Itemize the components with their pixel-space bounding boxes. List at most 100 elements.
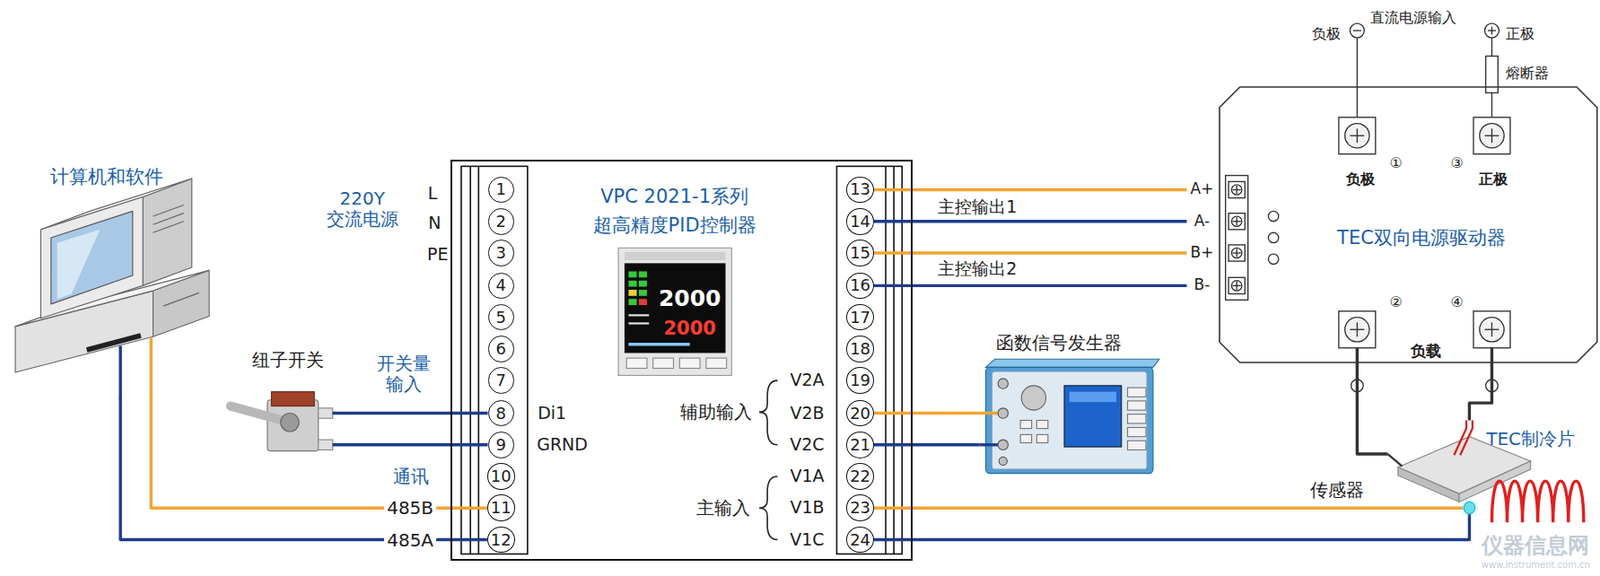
terminal-label: ④: [1451, 293, 1464, 310]
driver-hardware: [1228, 277, 1245, 294]
terminal-number: 7: [496, 371, 507, 391]
function-generator-device: [998, 456, 1007, 465]
terminal-number: 23: [849, 498, 871, 518]
polarity-label: 正极: [1505, 25, 1535, 42]
function-generator-device: [979, 358, 1160, 473]
driver-hardware: [1236, 217, 1238, 226]
display-value: 2000: [658, 286, 722, 313]
wire: [1468, 348, 1492, 421]
controller-box: VPC 2021-1系列 超高精度PID控制器12345678910111213…: [452, 161, 912, 560]
controller-photo: [638, 298, 647, 306]
part-label: 负载: [1410, 343, 1442, 362]
terminal: 22: [846, 463, 875, 490]
controller-photo: [624, 262, 726, 353]
illustration: [15, 23, 1584, 554]
driver-input-terminal: B+: [1186, 240, 1246, 265]
driver-hardware: [1356, 128, 1358, 143]
function-generator-device: [1127, 401, 1146, 411]
driver-hardware: [1479, 317, 1504, 342]
tec-chip: TEC制冷片: [1387, 419, 1592, 527]
function-generator-device: [1127, 427, 1146, 437]
wire: [332, 443, 489, 446]
controller-photo: [626, 358, 647, 368]
controller-photo: [618, 247, 732, 376]
node-heading: TEC制冷片: [1486, 428, 1575, 449]
terminal-number: 22: [849, 467, 871, 487]
wire: [874, 411, 980, 415]
wire: [874, 284, 1187, 288]
driver-hardware: [1491, 128, 1493, 143]
wire: [874, 514, 1469, 540]
toggle-switch: 纽子开关: [226, 347, 333, 470]
terminal: 5: [488, 304, 516, 332]
node-heading: 传感器: [1310, 479, 1364, 500]
controller-photo: [628, 314, 649, 316]
terminal: 16: [846, 272, 875, 300]
terminal-label: ①: [1389, 155, 1402, 172]
terminal: 8: [488, 400, 516, 428]
driver-hardware: [1491, 26, 1493, 35]
wire: [874, 219, 1187, 223]
computer-cable-stub: [118, 345, 122, 399]
supply-label: 220Y 交流电源: [321, 188, 404, 230]
supply-label: 直流电源输入: [1370, 9, 1457, 27]
terminal-number: 16: [849, 276, 871, 296]
driver-input-terminal: A+: [1186, 177, 1246, 202]
function-generator-device: [991, 371, 1147, 470]
driver-hardware: [1228, 213, 1245, 230]
terminal-strip: [836, 166, 902, 554]
terminal-strip: [461, 166, 902, 554]
driver-power-terminal: ③正极: [1443, 113, 1519, 192]
wire-label: 485A: [384, 529, 437, 551]
driver-hardware: [1267, 253, 1278, 264]
toggle-switch-device: [318, 439, 333, 450]
terminal-label: 正极: [1478, 171, 1508, 188]
function-generator-device: [985, 358, 1159, 368]
terminal: 24: [846, 526, 875, 554]
terminal-number: 8: [496, 403, 507, 423]
terminal-number: 17: [849, 307, 871, 327]
computer-illustration: [163, 292, 200, 307]
function-generator: 函数信号发生器: [979, 328, 1159, 477]
function-generator-device: [1064, 385, 1122, 447]
computer-cable-stub: [149, 337, 153, 399]
driver-hardware: [1345, 317, 1370, 342]
function-generator-device: [1020, 434, 1032, 443]
terminal-number: 11: [490, 498, 512, 518]
terminal-number: 10: [490, 467, 512, 487]
controller-photo: [628, 342, 690, 346]
driver-hardware: [1491, 322, 1493, 337]
controller-photo: [653, 358, 674, 368]
terminal-number: 2: [496, 211, 507, 231]
driver-hardware: [1225, 23, 1511, 393]
terminal-label: 负极: [1346, 171, 1375, 188]
driver-hardware: [1232, 184, 1242, 195]
bracket: [759, 380, 778, 540]
controller-photo: [706, 358, 727, 368]
terminal: 12: [487, 526, 516, 554]
controller-photo: [628, 271, 637, 278]
driver-hardware: [1491, 92, 1493, 117]
terminal-number: 12: [490, 530, 512, 550]
computer-illustration: [40, 196, 143, 318]
function-generator-device: [1021, 385, 1046, 411]
terminal: 1: [488, 176, 516, 204]
controller-photo: [638, 271, 647, 278]
computer-illustration: [15, 178, 210, 373]
wire: [874, 251, 1187, 254]
controller-photo: [628, 298, 637, 306]
input-label: 开关量 输入: [372, 353, 436, 395]
driver-load-terminal: ②: [1331, 290, 1412, 349]
terminal-number: 13: [849, 180, 871, 200]
node-heading: 函数信号发生器: [996, 332, 1122, 354]
terminal: 10: [487, 463, 516, 490]
driver-hardware: [1349, 23, 1364, 38]
tec-chip-illustration: [1460, 419, 1473, 455]
computer: 计算机和软件: [8, 163, 212, 399]
terminal-number: 1: [496, 180, 507, 200]
terminal: 23: [846, 494, 875, 522]
terminal-label: B+: [1190, 244, 1215, 263]
tec-chip-illustration: [1387, 454, 1402, 467]
controller-photo: [638, 289, 647, 297]
